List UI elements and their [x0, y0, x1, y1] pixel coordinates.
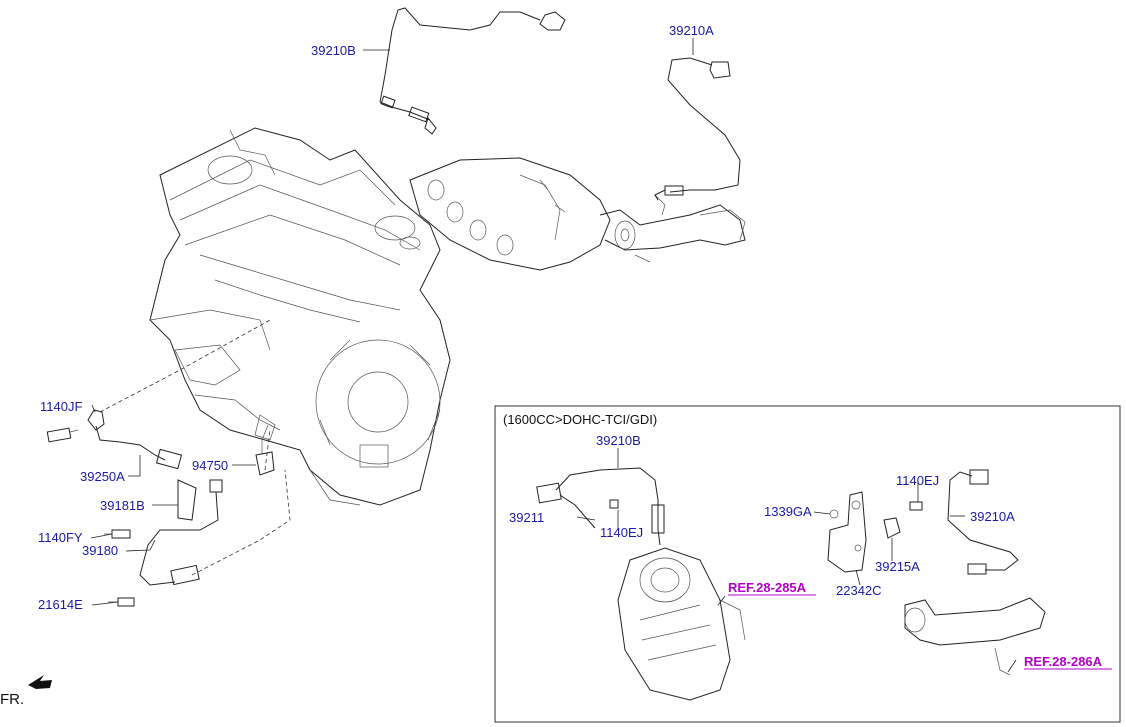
engine-block: [149, 127, 451, 506]
front-label: FR.: [0, 691, 24, 708]
ref-28-286a-link[interactable]: REF.28-286A: [1024, 654, 1103, 669]
label-39250a[interactable]: 39250A: [80, 469, 125, 484]
label-1339ga[interactable]: 1339GA: [764, 504, 812, 519]
assembly-lines: [99, 319, 291, 576]
label-39215a[interactable]: 39215A: [875, 559, 920, 574]
label-22342c[interactable]: 22342C: [836, 583, 882, 598]
label-1140ej-right[interactable]: 1140EJ: [896, 473, 939, 488]
front-arrow-icon: [28, 675, 52, 689]
label-39210b-inset[interactable]: 39210B: [596, 433, 641, 448]
label-39180[interactable]: 39180: [82, 543, 118, 558]
label-39211[interactable]: 39211: [509, 510, 544, 525]
inset-rear-catalyst: [904, 597, 1046, 676]
label-1140fy[interactable]: 1140FY: [38, 530, 83, 545]
inset-catalyst: [617, 547, 746, 701]
inset-sensor-39210b: [536, 467, 665, 546]
oil-switch-94750: [255, 424, 275, 476]
sensor-39210b-top: [379, 7, 566, 135]
inset-bracket-22342c: [827, 491, 923, 573]
inset-frame: [494, 405, 1121, 723]
label-21614e[interactable]: 21614E: [38, 597, 83, 612]
inset-sensor-39210a: [947, 469, 1019, 575]
ref-28-285a-link[interactable]: REF.28-285A: [728, 580, 807, 595]
sensor-39210a-top: [654, 57, 741, 201]
knock-sensor-39250a: [46, 409, 183, 470]
label-39210a-inset[interactable]: 39210A: [970, 509, 1015, 524]
label-1140ej-left[interactable]: 1140EJ: [600, 525, 643, 540]
inset-title: (1600CC>DOHC-TCI/GDI): [503, 412, 657, 427]
exhaust-manifold: [409, 157, 746, 271]
leader-lines: [90, 38, 1017, 673]
label-39210b-top[interactable]: 39210B: [311, 43, 356, 58]
label-1140jf[interactable]: 1140JF: [40, 399, 82, 414]
label-94750[interactable]: 94750: [192, 458, 228, 473]
label-39210a-top[interactable]: 39210A: [669, 23, 714, 38]
label-39181b[interactable]: 39181B: [100, 498, 145, 513]
